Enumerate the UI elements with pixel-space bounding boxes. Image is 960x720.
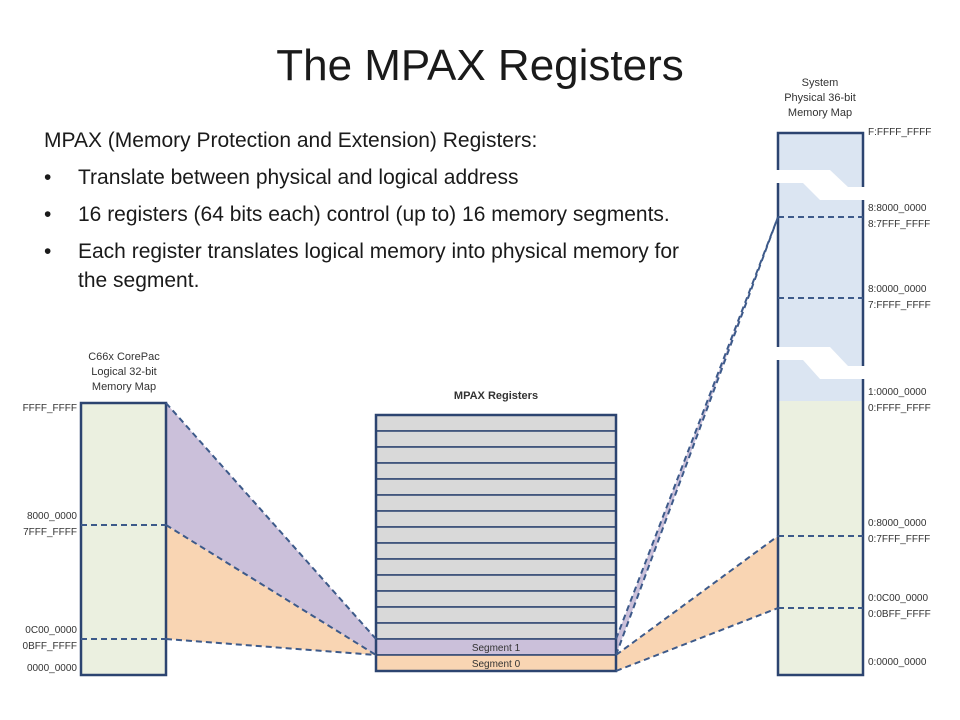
bullet-item: 16 registers (64 bits each) control (up …	[44, 200, 684, 229]
mpax-register-row	[375, 446, 617, 464]
physical-address-label: 8:7FFF_FFFF	[868, 219, 931, 230]
mpax-register-row	[375, 478, 617, 496]
mpax-register-row	[375, 622, 617, 640]
bullet-list: Translate between physical and logical a…	[44, 163, 684, 295]
bullet-item: Translate between physical and logical a…	[44, 163, 684, 192]
physical-address-label: F:FFFF_FFFF	[868, 127, 932, 138]
logical-address-label: 0000_0000	[26, 663, 77, 674]
mapping-line	[615, 535, 779, 656]
mpax-register-outline	[374, 413, 618, 673]
logical-address-label: FFFF_FFFF	[22, 403, 77, 414]
mpax-register-row	[375, 574, 617, 592]
logical-memory-box	[79, 401, 168, 677]
mpax-register-row	[375, 494, 617, 512]
mpax-register-stack: Segment 1 Segment 0	[374, 413, 618, 673]
physical-address-label: 8:0000_0000	[868, 284, 927, 295]
physical-address-label: 0:8000_0000	[868, 518, 927, 529]
mpax-register-row	[375, 462, 617, 480]
mpax-register-row	[375, 414, 617, 432]
slide-title: The MPAX Registers	[276, 41, 684, 90]
physical-address-label: 0:7FFF_FFFF	[868, 534, 931, 545]
physical-memory-box	[776, 131, 865, 677]
address-break-upper	[772, 170, 869, 200]
mpax-register-row	[375, 558, 617, 576]
physical-map-caption: System Physical 36-bit Memory Map	[784, 77, 856, 119]
intro-text: MPAX (Memory Protection and Extension) R…	[44, 126, 684, 303]
physical-address-label: 1:0000_0000	[868, 387, 927, 398]
physical-address-label: 0:FFFF_FFFF	[868, 403, 931, 414]
physical-lower-region	[778, 401, 863, 675]
mpax-registers-caption: MPAX Registers	[453, 390, 539, 402]
logical-address-label: 0BFF_FFFF	[22, 641, 77, 652]
mpax-register-row	[375, 606, 617, 624]
physical-address-label: 0:0C00_0000	[868, 593, 929, 604]
mpax-register-row	[375, 430, 617, 448]
segment0-physical-wedge	[616, 536, 778, 671]
address-break-lower	[772, 347, 869, 379]
segment-label: Segment 0	[472, 659, 521, 670]
mapping-line	[165, 524, 377, 656]
mpax-register-row	[375, 590, 617, 608]
intro-heading: MPAX (Memory Protection and Extension) R…	[44, 129, 538, 152]
physical-address-label: 7:FFFF_FFFF	[868, 300, 931, 311]
logical-map-caption: C66x CorePac Logical 32-bit Memory Map	[88, 351, 160, 393]
logical-address-label: 0C00_0000	[25, 625, 77, 636]
bullet-item: Each register translates logical memory …	[44, 237, 684, 295]
mapping-line	[615, 216, 779, 640]
mpax-register-row	[375, 510, 617, 528]
mpax-register-row	[375, 542, 617, 560]
mapping-line	[165, 638, 377, 656]
segment1-logical-wedge	[166, 403, 376, 655]
physical-address-label: 0:0000_0000	[868, 657, 927, 668]
logical-address-label: 8000_0000	[26, 511, 77, 522]
mapping-line	[615, 607, 779, 672]
mpax-register-row	[375, 526, 617, 544]
segment-label: Segment 1	[472, 643, 521, 654]
physical-address-label: 8:8000_0000	[868, 203, 927, 214]
physical-address-label: 0:0BFF_FFFF	[868, 609, 931, 620]
mapping-line	[615, 216, 779, 656]
mapping-line	[165, 402, 377, 640]
logical-address-label: 7FFF_FFFF	[23, 527, 77, 538]
